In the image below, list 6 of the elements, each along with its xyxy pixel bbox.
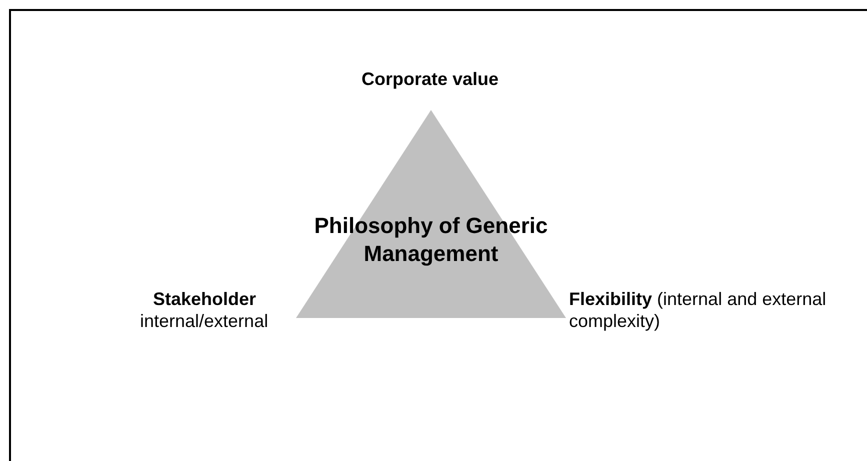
corner-label: Corporate value: [360, 68, 500, 90]
triangle-shape: [296, 110, 566, 318]
triangle-title: Philosophy of Generic Management: [313, 212, 549, 268]
corner-description: internal/external: [140, 310, 270, 332]
corner-label: Flexibility (internal and external complexity): [569, 288, 828, 332]
corner-label: Stakeholder: [153, 288, 258, 310]
